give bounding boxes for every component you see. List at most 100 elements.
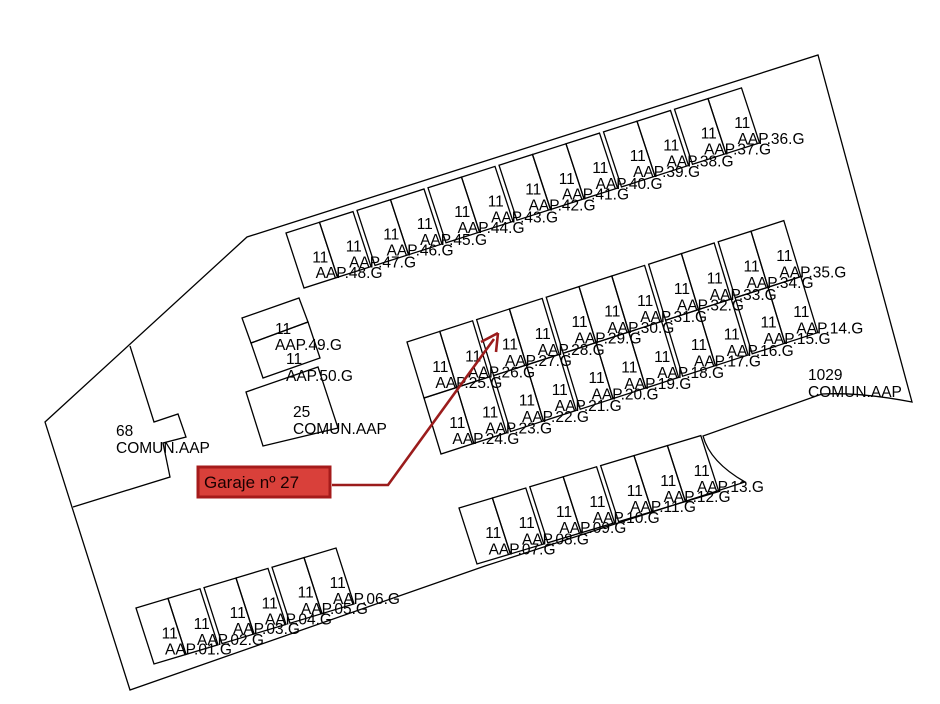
common-area-68: 68 COMUN.AAP: [116, 423, 210, 457]
garage-label: AAP.48.G: [316, 265, 383, 282]
garage-aap-10[interactable]: [562, 465, 616, 534]
garage-area: 11: [525, 182, 541, 199]
garage-aap-38[interactable]: [636, 109, 690, 178]
garage-label: AAP.40.G: [596, 176, 663, 193]
garage-label: AAP.21.G: [555, 398, 622, 415]
garage-label: AAP.46.G: [387, 243, 454, 260]
common-area-68-boundary: [72, 345, 187, 508]
garage-aap-43[interactable]: [460, 165, 514, 233]
garage-area: 11: [502, 337, 518, 354]
garage-label: AAP.50.G: [286, 368, 353, 385]
garage-label: AAP.34.G: [747, 275, 814, 292]
garage-label: AAP.36.G: [738, 131, 805, 148]
garage-aap-18[interactable]: [627, 320, 680, 389]
garage-aap-50[interactable]: [250, 321, 321, 379]
garage-area: 11: [572, 314, 588, 331]
garage-area: 11: [449, 415, 465, 432]
garage-aap-06[interactable]: [303, 547, 355, 615]
garage-area: 11: [519, 515, 535, 532]
garage-aap-16[interactable]: [697, 298, 750, 367]
plot-boundary: [44, 54, 913, 691]
garage-aap-23[interactable]: [455, 375, 508, 445]
garage-label: AAP.39.G: [633, 164, 700, 181]
garage-area: 11: [519, 393, 535, 410]
garage-label: AAP.35.G: [779, 264, 846, 281]
garage-label: AAP.41.G: [562, 187, 629, 204]
garage-label: AAP.45.G: [420, 232, 487, 249]
garage-area: 11: [761, 315, 777, 332]
garage-label: AAP.13.G: [697, 479, 764, 496]
common-area-25-box[interactable]: [245, 366, 339, 447]
garage-labels: 11AAP.48.G11AAP.47.G11AAP.46.G11AAP.45.G…: [162, 115, 864, 659]
garage-area: 11: [330, 575, 346, 592]
callout-label: Garaje nº 27: [204, 473, 299, 492]
garage-label: AAP.31.G: [640, 309, 707, 326]
garage-label: AAP.38.G: [667, 153, 734, 170]
garage-area: 11: [660, 473, 676, 490]
garage-area: 11: [621, 360, 637, 377]
garage-area: 11: [776, 248, 792, 265]
garage-label: AAP.33.G: [710, 287, 777, 304]
common-area-size: 1029: [808, 367, 842, 384]
garage-label: AAP.27.G: [505, 353, 572, 370]
garage-area: 11: [230, 605, 246, 622]
garage-area: 11: [312, 249, 328, 266]
garage-label: AAP.19.G: [624, 376, 691, 393]
garage-aap-08[interactable]: [491, 487, 545, 555]
common-area-label: COMUN.AAP: [116, 440, 210, 457]
garage-aap-21[interactable]: [525, 353, 578, 422]
garage-area: 11: [701, 126, 717, 143]
callout-arrow: [332, 338, 496, 487]
garage-49-50-block: [241, 297, 321, 379]
garage-aap-04[interactable]: [235, 567, 287, 635]
garage-area: 11: [559, 171, 575, 188]
garage-area: 11: [488, 193, 504, 210]
garage-aap-45[interactable]: [389, 188, 443, 256]
garage-area: 11: [298, 585, 314, 602]
garage-label: AAP.08.G: [522, 531, 589, 548]
garage-aap-13[interactable]: [666, 434, 720, 503]
garage-area: 11: [275, 321, 291, 338]
garage-label: AAP.17.G: [694, 353, 761, 370]
garage-area: 11: [674, 281, 690, 298]
garage-label: AAP.10.G: [593, 510, 660, 527]
garage-label: AAP.23.G: [485, 421, 552, 438]
common-area-size: 25: [293, 404, 310, 421]
garage-label: AAP.09.G: [559, 520, 626, 537]
common-area-size: 68: [116, 423, 133, 440]
garage-aap-36[interactable]: [707, 87, 761, 155]
callout-label-box[interactable]: [196, 465, 332, 499]
common-area-label: COMUN.AAP: [293, 421, 387, 438]
garage-label: AAP.49.G: [275, 337, 342, 354]
garage-area: 11: [589, 370, 605, 387]
garage-label: AAP.16.G: [727, 343, 794, 360]
garage-area: 11: [589, 494, 605, 511]
garage-area: 11: [627, 483, 643, 500]
garage-area: 11: [454, 204, 470, 221]
garage-area: 11: [346, 239, 362, 256]
garage-area: 11: [194, 616, 210, 633]
garage-area: 11: [637, 293, 653, 310]
garage-label: AAP.02.G: [197, 632, 264, 649]
garage-label: AAP.43.G: [491, 209, 558, 226]
garage-label: AAP.11.G: [630, 499, 696, 516]
garage-label: AAP.12.G: [664, 489, 731, 506]
garage-area: 11: [162, 625, 178, 642]
garage-aap-47[interactable]: [318, 210, 372, 279]
garage-area: 11: [482, 404, 498, 421]
garage-label: AAP.28.G: [538, 342, 605, 359]
garage-label: AAP.30.G: [607, 320, 674, 337]
garage-aap-14[interactable]: [767, 275, 819, 345]
garage-area: 11: [663, 138, 679, 155]
garage-label: AAP.25.G: [435, 375, 502, 392]
garage-49-50-labels: 11 AAP.49.G 11 AAP.50.G: [275, 321, 353, 385]
garage-label: AAP.15.G: [764, 331, 831, 348]
garage-aap-40[interactable]: [565, 132, 619, 200]
garage-label: AAP.24.G: [452, 431, 519, 448]
garage-area: 11: [604, 304, 620, 321]
garage-label: AAP.32.G: [677, 297, 744, 314]
garage-label: AAP.06.G: [333, 591, 400, 608]
garage-area: 11: [485, 525, 501, 542]
garage-aap-02[interactable]: [167, 587, 219, 656]
